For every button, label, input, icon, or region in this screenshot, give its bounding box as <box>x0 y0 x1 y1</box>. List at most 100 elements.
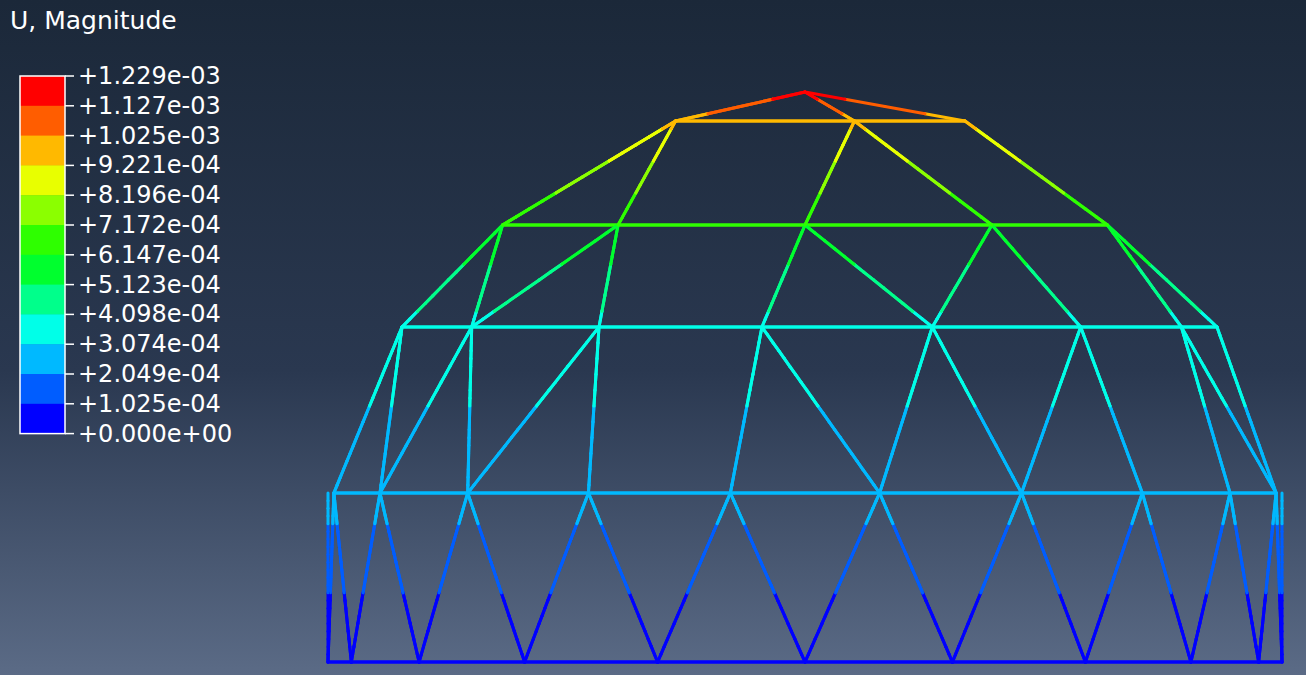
truss-member <box>474 477 480 485</box>
truss-member <box>1200 311 1208 319</box>
truss-member <box>1181 326 1217 329</box>
truss-member <box>1022 492 1143 495</box>
truss-member <box>987 137 998 145</box>
truss-member <box>402 319 410 327</box>
truss-member <box>880 492 1022 495</box>
truss-member <box>1053 296 1060 304</box>
truss-member <box>328 661 351 664</box>
truss-member <box>561 367 567 375</box>
truss-member <box>1166 280 1174 288</box>
tick-mark <box>65 254 74 256</box>
truss-member <box>1067 311 1074 319</box>
truss-member <box>1141 256 1149 264</box>
dome-frame <box>328 92 1282 662</box>
truss-member <box>518 422 524 430</box>
truss-member <box>730 492 879 495</box>
truss-member <box>854 264 864 272</box>
truss-member <box>981 217 992 225</box>
truss-member <box>334 492 380 495</box>
truss-member <box>525 661 658 664</box>
truss-member <box>805 661 952 664</box>
truss-member <box>483 311 494 319</box>
truss-member <box>480 469 486 477</box>
truss-member <box>1085 661 1191 664</box>
truss-member <box>960 201 971 209</box>
truss-member <box>599 326 762 329</box>
truss-member <box>992 225 999 233</box>
truss-member <box>479 241 487 249</box>
truss-member <box>505 296 516 304</box>
truss-member <box>952 661 1085 664</box>
truss-member <box>874 280 884 288</box>
truss-member <box>950 193 961 201</box>
truss-member <box>410 311 418 319</box>
truss-member <box>1020 161 1031 169</box>
truss-member <box>1124 241 1132 249</box>
truss-member <box>649 129 662 137</box>
truss-member <box>805 224 992 227</box>
truss-member <box>328 661 351 664</box>
color-band <box>20 76 65 106</box>
truss-member <box>543 390 549 398</box>
truss-member <box>618 224 805 227</box>
truss-member <box>607 225 618 233</box>
truss-member <box>960 201 971 209</box>
color-band <box>20 106 65 136</box>
truss-member <box>805 661 952 664</box>
truss-member <box>1009 153 1020 161</box>
truss-member <box>676 120 855 123</box>
truss-member <box>999 233 1006 241</box>
truss-member <box>419 661 525 664</box>
truss-member <box>1191 661 1259 664</box>
truss-member <box>528 280 539 288</box>
truss-member <box>1047 288 1054 296</box>
truss-member <box>516 209 529 217</box>
truss-member <box>556 185 569 193</box>
tick-mark <box>65 403 74 405</box>
truss-member <box>923 319 933 327</box>
truss-member <box>468 485 474 493</box>
truss-member <box>999 233 1006 241</box>
truss-member <box>499 446 505 454</box>
truss-member <box>483 311 494 319</box>
truss-member <box>815 233 825 241</box>
truss-member <box>1133 249 1141 257</box>
truss-member <box>542 193 555 201</box>
truss-member <box>464 256 472 264</box>
truss-member <box>574 351 580 359</box>
truss-member <box>1026 264 1033 272</box>
truss-member <box>549 382 555 390</box>
truss-member <box>441 280 449 288</box>
truss-member <box>1006 241 1013 249</box>
truss-member <box>542 193 555 201</box>
color-band <box>20 255 65 285</box>
truss-member <box>351 661 419 664</box>
truss-member <box>1183 296 1191 304</box>
truss-member <box>992 224 1108 227</box>
truss-member <box>903 303 913 311</box>
truss-member <box>410 311 418 319</box>
truss-member <box>425 296 433 304</box>
truss-member <box>883 288 893 296</box>
truss-member <box>965 121 976 129</box>
truss-member <box>518 422 524 430</box>
truss-member <box>503 224 619 227</box>
truss-member <box>417 303 425 311</box>
color-band <box>20 314 65 344</box>
tick-mark <box>65 433 74 435</box>
truss-member <box>805 224 992 227</box>
color-bar-frame <box>20 76 65 434</box>
truss-member <box>854 121 865 129</box>
truss-member <box>448 272 456 280</box>
truss-member <box>555 374 561 382</box>
truss-member <box>1064 193 1075 201</box>
tick-mark <box>65 373 74 375</box>
truss-member <box>1075 201 1086 209</box>
truss-member <box>932 326 1080 329</box>
truss-member <box>568 359 574 367</box>
color-band <box>20 404 65 434</box>
truss-member <box>588 492 730 495</box>
truss-member <box>939 185 950 193</box>
truss-member <box>511 430 517 438</box>
